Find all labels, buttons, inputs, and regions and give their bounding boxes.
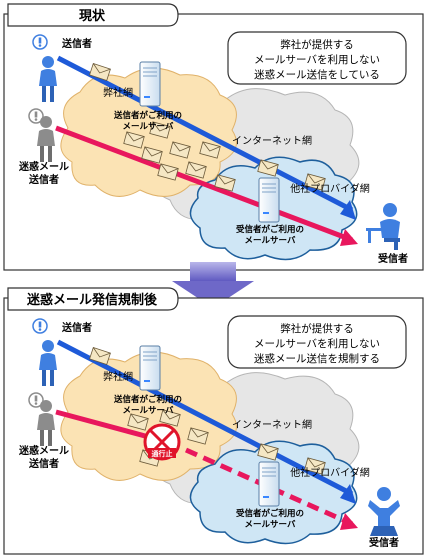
receiver-label: 受信者: [369, 536, 399, 549]
tab-after: 迷惑メール発信規制後: [7, 287, 179, 311]
receiver-label: 受信者: [378, 252, 408, 265]
receiver-server-label-1: 受信者がご利用の: [236, 508, 304, 519]
transition-arrow: [172, 262, 254, 308]
tab-before: 現状: [7, 3, 179, 27]
spam-sender-label-2: 送信者: [28, 457, 59, 470]
sender-server-label-2: メールサーバ: [123, 405, 174, 416]
tab-after-label: 迷惑メール発信規制後: [26, 292, 158, 308]
sender-label: 送信者: [61, 321, 92, 334]
receiver-mail-server-icon: [258, 177, 280, 223]
callout-before: 弊社が提供する メールサーバを利用しない 迷惑メール送信をしている: [227, 31, 407, 85]
company-net-label: 弊社網: [103, 86, 133, 99]
panel-after: 迷惑メール発信規制後 弊社が提供する メールサーバを利用しない 迷惑メール送信を…: [3, 287, 424, 555]
receiver-person-icon: [368, 487, 400, 536]
callout-after-line-2: メールサーバを利用しない: [254, 338, 380, 350]
other-isp-label: 他社プロバイダ網: [290, 466, 370, 479]
callout-before-line-1: 弊社が提供する: [280, 38, 354, 51]
spam-sender-label-1: 迷惑メール: [18, 160, 69, 173]
sender-server-label-1: 送信者がご利用の: [113, 394, 182, 405]
receiver-person-icon: [366, 203, 400, 250]
callout-after-line-3: 迷惑メール送信を規制する: [254, 352, 380, 365]
sender-mail-server-icon: [139, 345, 161, 391]
tab-before-label: 現状: [79, 8, 106, 24]
panel-before: 現状 弊社が提供する メールサーバを利用しない 迷惑メール送信をしている: [3, 3, 424, 271]
callout-after: 弊社が提供する メールサーバを利用しない 迷惑メール送信を規制する: [227, 315, 407, 369]
legit-mail-arrow: [56, 55, 356, 220]
block-sign-icon: 通行止: [143, 423, 181, 461]
spam-sender-label-2: 送信者: [28, 173, 59, 186]
sender-label: 送信者: [61, 37, 92, 50]
receiver-mail-server-icon: [258, 461, 280, 507]
spam-mail-arrow: [55, 409, 358, 530]
other-isp-label: 他社プロバイダ網: [290, 182, 370, 195]
receiver-server-label-1: 受信者がご利用の: [236, 224, 304, 235]
sender-server-label-2: メールサーバ: [123, 121, 174, 132]
sender-mail-server-icon: [139, 61, 161, 107]
block-label: 通行止: [152, 449, 173, 458]
legit-mail-arrow: [56, 339, 356, 504]
callout-before-line-2: メールサーバを利用しない: [254, 54, 380, 66]
company-net-label: 弊社網: [103, 370, 133, 383]
receiver-server-label-2: メールサーバ: [245, 519, 296, 530]
internet-label: インターネット網: [232, 418, 312, 431]
spam-sender-label-1: 迷惑メール: [18, 444, 69, 457]
internet-label: インターネット網: [232, 134, 312, 147]
callout-after-line-1: 弊社が提供する: [280, 322, 354, 335]
receiver-server-label-2: メールサーバ: [245, 235, 296, 246]
sender-server-label-1: 送信者がご利用の: [113, 110, 182, 121]
spam-mail-arrow: [55, 125, 358, 246]
callout-before-line-3: 迷惑メール送信をしている: [254, 68, 380, 81]
